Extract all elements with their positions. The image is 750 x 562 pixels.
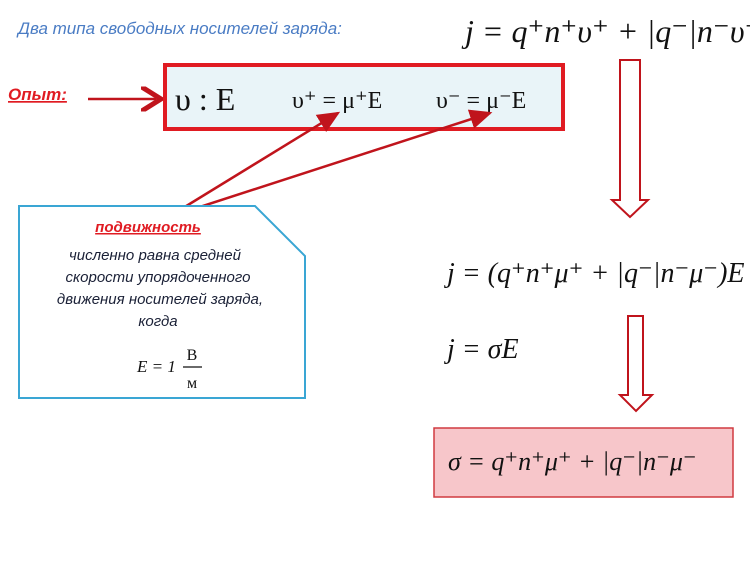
down-arrow-icon — [609, 59, 651, 219]
condition-numerator: В — [187, 347, 198, 364]
negative-mobility-formula: υ⁻ = μ⁻E — [436, 88, 526, 114]
callout-line: движения носителей заряда, — [57, 291, 263, 308]
callout-line: численно равна средней — [69, 247, 242, 264]
condition-left: E = 1 — [136, 357, 176, 376]
conductivity-formula: σ = q⁺n⁺μ⁺ + |q⁻|n⁻μ⁻ — [448, 447, 697, 476]
pointer-arrow-negative — [171, 109, 493, 218]
pointer-arrow-positive — [169, 111, 341, 218]
proportional-formula: υ : E — [175, 81, 235, 117]
expanded-current-formula: j = (q⁺n⁺μ⁺ + |q⁻|n⁻μ⁻)E — [444, 258, 745, 289]
callout-line: когда — [138, 313, 177, 330]
result-box — [433, 427, 734, 498]
experiment-box — [163, 63, 565, 131]
experiment-label: Опыт: — [8, 85, 67, 104]
down-arrow-icon — [617, 315, 655, 413]
condition-denominator: м — [187, 375, 197, 392]
slide-title: Два типа свободных носителей заряда: — [16, 19, 342, 38]
ohm-law-formula: j = σE — [444, 334, 519, 365]
positive-mobility-formula: υ⁺ = μ⁺E — [292, 88, 382, 114]
mobility-callout-box — [18, 205, 306, 399]
mobility-heading: подвижность — [95, 219, 201, 236]
callout-line: скорости упорядоченного — [66, 269, 251, 286]
current-density-formula: j = q⁺n⁺υ⁺ + |q⁻|n⁻υ⁻ — [461, 13, 750, 49]
